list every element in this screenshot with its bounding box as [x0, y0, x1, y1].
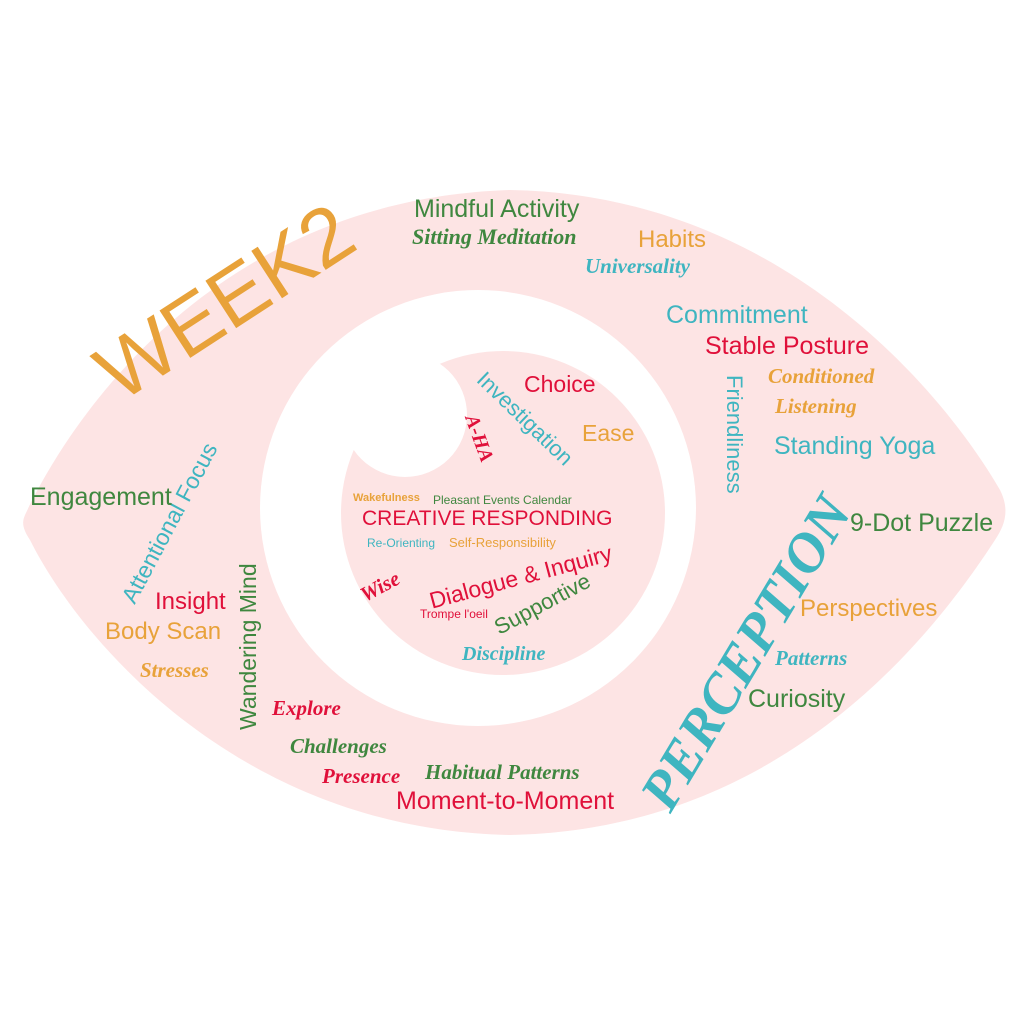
word-creative-responding: CREATIVE RESPONDING	[362, 507, 613, 530]
word-insight: Insight	[155, 588, 226, 615]
word-challenges: Challenges	[290, 734, 387, 758]
word-perspectives: Perspectives	[800, 595, 938, 622]
word-engagement: Engagement	[30, 483, 172, 511]
word-wandering-mind: Wandering Mind	[235, 563, 261, 730]
word-presence: Presence	[322, 764, 401, 788]
word-mindful-activity: Mindful Activity	[414, 195, 580, 223]
word-stresses: Stresses	[140, 658, 209, 682]
word-curiosity: Curiosity	[748, 685, 846, 713]
word-9-dot-puzzle: 9-Dot Puzzle	[850, 509, 994, 537]
word-conditioned: Conditioned	[768, 364, 875, 388]
word-choice: Choice	[524, 371, 596, 397]
word-body-scan: Body Scan	[105, 618, 222, 645]
word-wakefulness: Wakefulness	[353, 492, 420, 504]
word-sitting-meditation: Sitting Meditation	[412, 224, 577, 249]
word-explore: Explore	[272, 696, 341, 720]
word-re-orienting: Re-Orienting	[367, 536, 436, 550]
word-commitment: Commitment	[666, 301, 808, 329]
word-friendliness: Friendliness	[722, 375, 747, 494]
word-habitual-patterns: Habitual Patterns	[425, 760, 580, 784]
word-moment-to-moment: Moment-to-Moment	[396, 787, 615, 815]
word-pleasant-events-calendar: Pleasant Events Calendar	[433, 493, 572, 507]
word-trompe-loeil: Trompe l'oeil	[420, 607, 488, 621]
word-discipline: Discipline	[462, 643, 546, 665]
word-self-responsibility: Self-Responsibility	[449, 535, 556, 550]
word-universality: Universality	[585, 254, 690, 278]
word-stable-posture: Stable Posture	[705, 332, 869, 360]
word-patterns: Patterns	[775, 646, 848, 670]
word-standing-yoga: Standing Yoga	[774, 432, 936, 460]
word-listening: Listening	[775, 394, 857, 418]
word-habits: Habits	[638, 226, 707, 253]
word-ease: Ease	[582, 420, 635, 446]
